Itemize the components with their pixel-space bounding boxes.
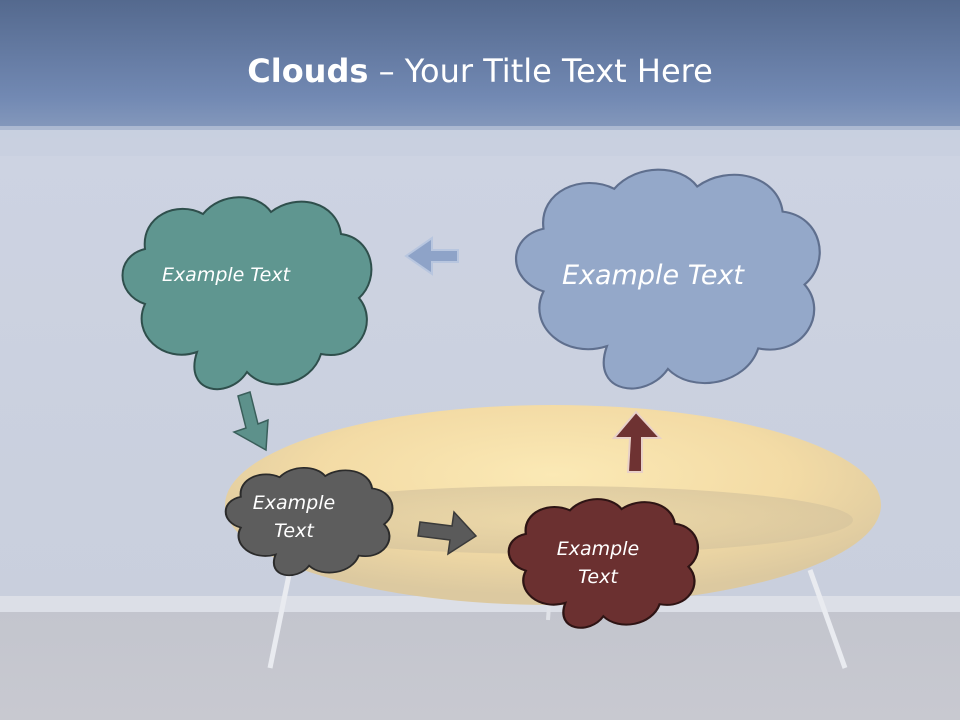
gray-cloud-text: Example Text xyxy=(228,490,360,545)
blue-cloud-text: Example Text xyxy=(561,260,745,291)
baseboard xyxy=(0,596,960,612)
arrow-down-icon xyxy=(232,391,269,452)
slide-title[interactable]: Clouds – Your Title Text Here xyxy=(0,52,960,90)
title-banner xyxy=(0,0,960,130)
floor-background xyxy=(0,610,960,720)
maroon-cloud-text: Example Text xyxy=(522,536,674,591)
arrow-up-icon xyxy=(611,410,663,473)
gray-cloud-line2: Text xyxy=(274,519,314,542)
teal-cloud-text: Example Text xyxy=(161,264,291,286)
arrow-left-icon xyxy=(404,236,459,276)
gray-cloud-line1: Example xyxy=(252,492,336,514)
banner-fade xyxy=(0,126,960,156)
title-rest: – Your Title Text Here xyxy=(368,52,713,90)
title-bold-word: Clouds xyxy=(247,52,369,90)
maroon-cloud-line2: Text xyxy=(578,565,618,588)
arrow-right-icon xyxy=(417,510,478,556)
maroon-cloud-line1: Example xyxy=(556,538,640,560)
